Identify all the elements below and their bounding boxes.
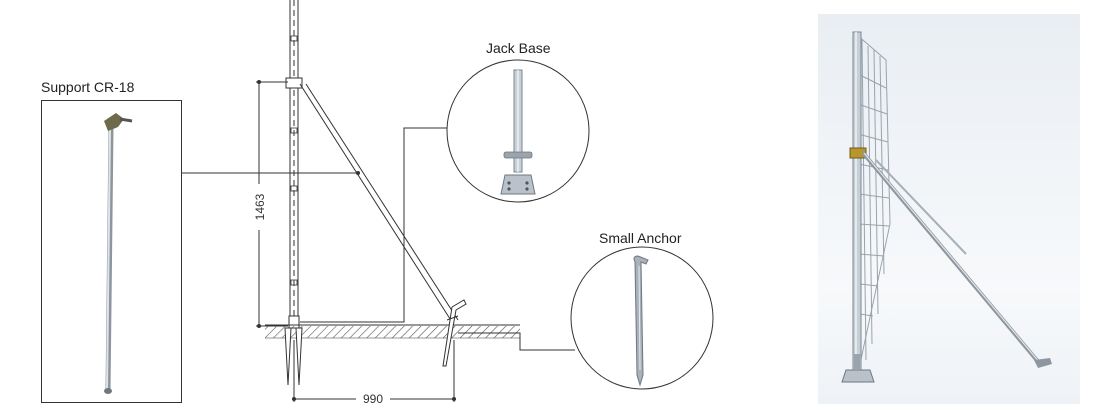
ground — [265, 324, 520, 339]
small-anchor-label: Small Anchor — [599, 230, 682, 246]
small-anchor-icon — [633, 255, 649, 387]
jack-base-label: Jack Base — [486, 40, 551, 56]
small-anchor-leader — [458, 332, 575, 351]
anchor-drawing — [442, 299, 467, 367]
width-dimension — [292, 340, 456, 402]
height-dimension-text: 1463 — [253, 193, 267, 220]
fence-photo-icon — [841, 31, 1052, 383]
jack-base-icon — [500, 69, 536, 195]
ground-stakes — [284, 327, 303, 386]
support-brace — [299, 83, 459, 323]
support-label: Support CR-18 — [41, 79, 135, 95]
small-anchor-callout — [570, 246, 714, 390]
jack-base-callout — [446, 59, 590, 203]
fence-photo — [818, 14, 1080, 404]
jack-base-leader — [300, 127, 448, 323]
support-detail-box — [41, 100, 182, 403]
width-dimension-text: 990 — [363, 392, 383, 406]
fence-post — [285, 0, 303, 329]
support-rod-icon — [104, 113, 133, 394]
